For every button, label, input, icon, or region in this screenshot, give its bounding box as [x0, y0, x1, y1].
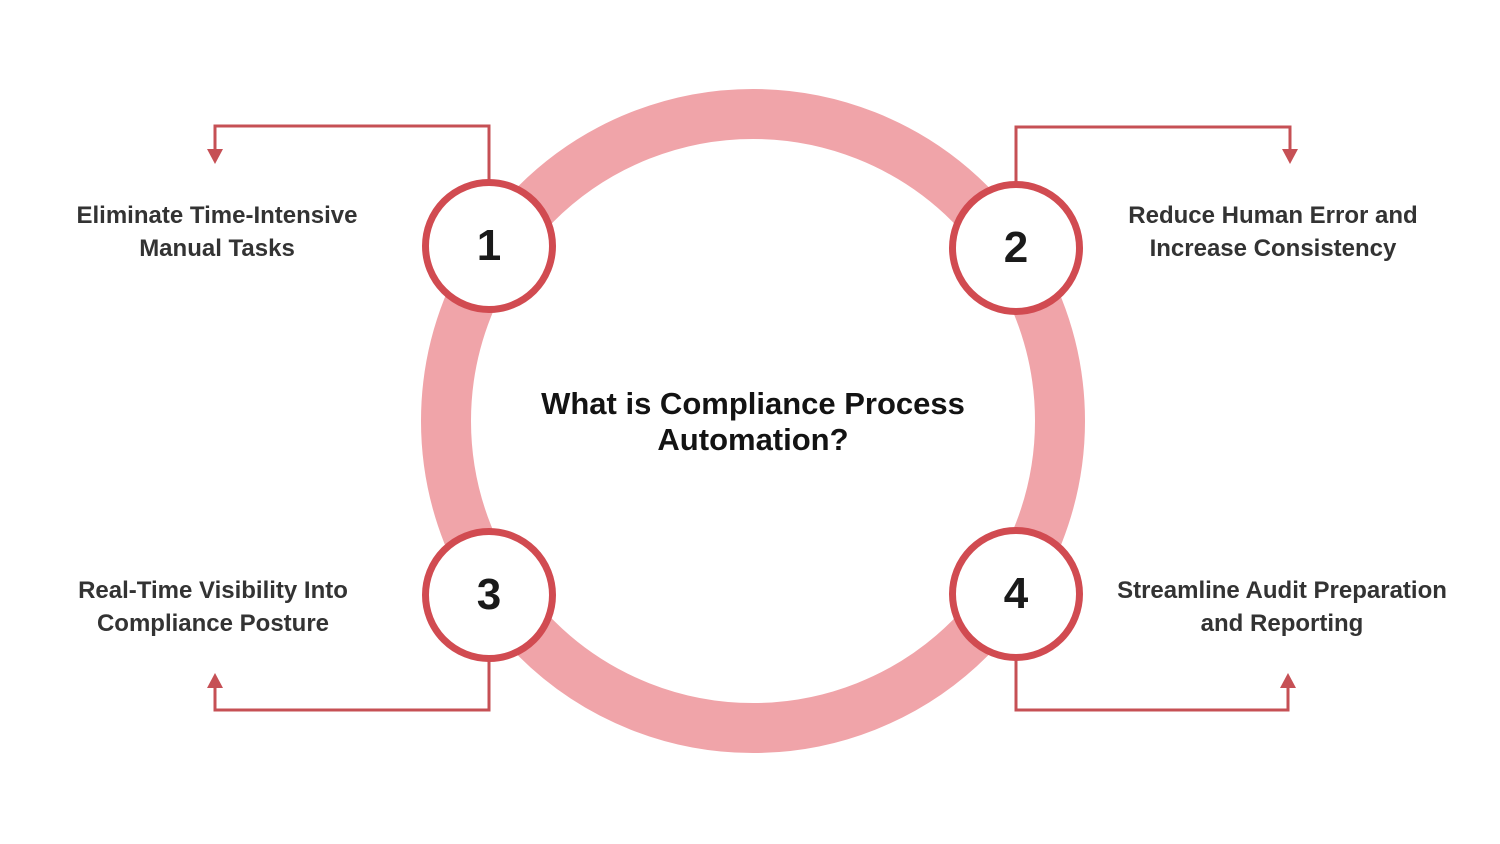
node-circle-2: 2 — [949, 181, 1083, 315]
node-label-3: Real-Time Visibility Into Compliance Pos… — [78, 577, 348, 637]
connector-bottom-left — [213, 660, 491, 712]
arrowhead-up-icon — [207, 673, 223, 688]
connector-top-left — [213, 124, 491, 182]
node-circle-4: 4 — [949, 527, 1083, 661]
arrowhead-up-icon — [1280, 673, 1296, 688]
node-number-2: 2 — [1003, 223, 1029, 272]
node-number-3: 3 — [476, 570, 502, 619]
node-number-1: 1 — [476, 221, 502, 270]
node-label-1: Eliminate Time-Intensive Manual Tasks — [76, 202, 358, 262]
node-label-2: Reduce Human Error and Increase Consiste… — [1128, 202, 1418, 262]
arrowhead-down-icon — [207, 149, 223, 164]
node-label-4: Streamline Audit Preparation and Reporti… — [1117, 577, 1447, 637]
diagram-title: What is Compliance Process Automation? — [541, 386, 965, 457]
node-number-4: 4 — [1003, 569, 1029, 618]
connector-top-right — [1014, 125, 1292, 182]
connector-bottom-right — [1014, 660, 1290, 712]
node-circle-3: 3 — [422, 528, 556, 662]
node-circle-1: 1 — [422, 179, 556, 313]
arrowhead-down-icon — [1282, 149, 1298, 164]
